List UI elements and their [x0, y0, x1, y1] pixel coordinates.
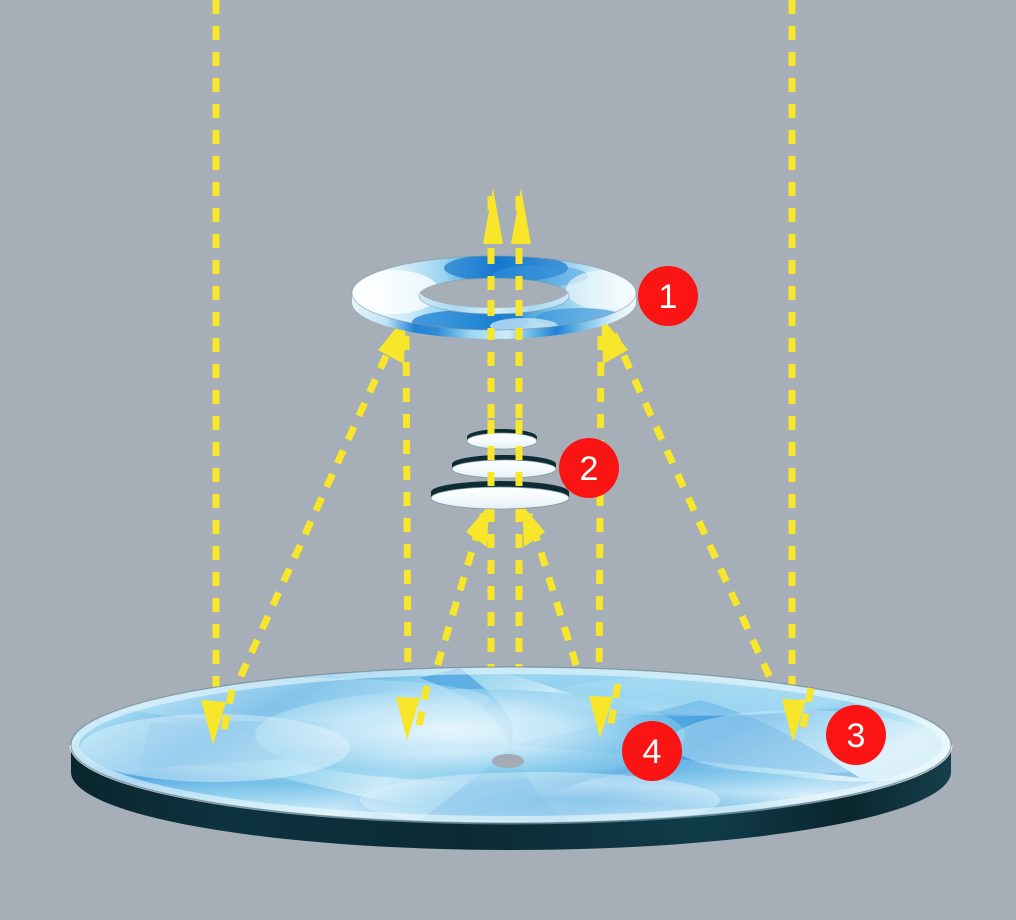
- ray-vertical-mid-left: [402, 335, 412, 689]
- ray-stub-1: [218, 689, 236, 741]
- substrate-lobe-right: [670, 710, 930, 774]
- substrate-edge: [71, 745, 951, 850]
- substrate-lobe-inner: [255, 689, 685, 781]
- callout-1-top-ring[interactable]: 1: [638, 266, 698, 326]
- arrow-up-into-lens-left: [466, 505, 489, 547]
- lens-top: [466, 429, 538, 450]
- ray-diagonal-inner-right: [525, 512, 588, 692]
- ray-stub-3: [605, 683, 622, 735]
- ray-diagonal-inner-left: [426, 512, 487, 692]
- ring-highlight-bottomcenter: [490, 318, 558, 334]
- ray-through-lens-stack: [487, 420, 523, 490]
- arrow-down-substrate-3: [589, 696, 613, 738]
- annular-ring-element: [340, 250, 652, 340]
- callout-3-label: 3: [847, 717, 866, 755]
- callout-3-circle[interactable]: [826, 705, 886, 765]
- substrate-center-hole: [492, 754, 524, 768]
- callout-2-lens-stack[interactable]: 2: [559, 438, 619, 498]
- callout-2-circle[interactable]: [559, 438, 619, 498]
- substrate-rim-glow: [71, 667, 951, 823]
- ring-highlight-left: [344, 270, 440, 314]
- callout-1-label: 1: [659, 278, 678, 316]
- ray-vertical-mid-right: [595, 335, 605, 689]
- arrowheads-downward: [201, 696, 806, 745]
- callout-1-circle[interactable]: [638, 266, 698, 326]
- callout-3-substrate-rim[interactable]: 3: [826, 705, 886, 765]
- arrow-up-emitted-left: [483, 188, 503, 244]
- callout-2-label: 2: [580, 450, 599, 488]
- substrate-top-outline: [70, 666, 952, 824]
- callout-markers: 1 2 3 4: [559, 266, 886, 781]
- ring-caustic-top: [444, 254, 568, 282]
- ring-caustic-bottom2: [536, 308, 624, 328]
- arrow-down-substrate-4: [782, 699, 806, 742]
- ring-highlight-right: [566, 270, 646, 310]
- substrate-wedge-bottom: [420, 745, 570, 822]
- arrow-up-into-lens-right: [522, 505, 545, 547]
- callout-4-circle[interactable]: [622, 721, 682, 781]
- three-lens-stack: [430, 429, 570, 510]
- substrate-wedge-right: [511, 700, 860, 778]
- ray-stub-4: [797, 687, 815, 739]
- lens-bottom: [430, 481, 570, 510]
- arrow-down-substrate-2: [396, 697, 420, 740]
- ray-stub-2: [413, 685, 431, 737]
- substrate-lobe-left: [80, 714, 350, 782]
- callout-4-label: 4: [643, 733, 662, 771]
- lens-middle: [451, 455, 557, 479]
- callout-4-substrate-zone[interactable]: 4: [622, 721, 682, 781]
- arrow-up-emitted-right: [511, 188, 531, 244]
- arrow-down-substrate-1: [201, 700, 226, 745]
- ray-stubs-on-substrate: [218, 683, 815, 741]
